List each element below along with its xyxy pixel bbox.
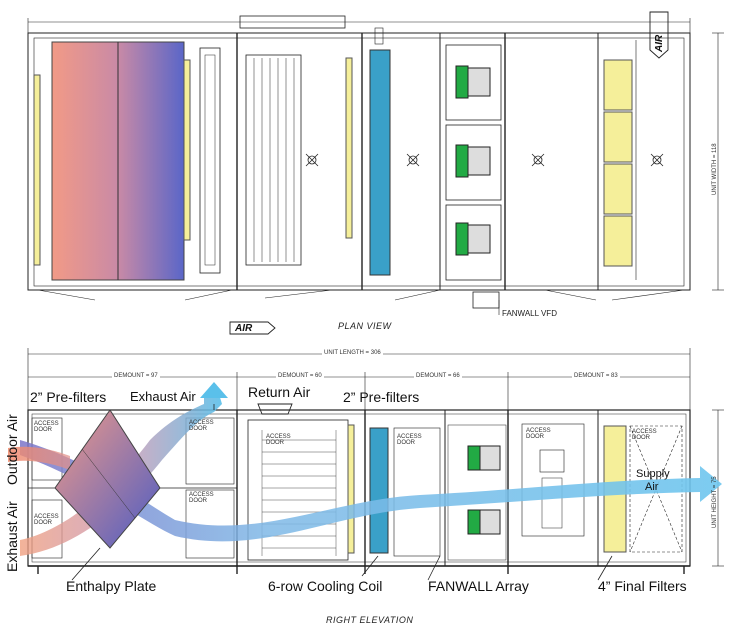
plan-view: [27, 11, 724, 335]
callout-enthalpy-plate: Enthalpy Plate: [66, 578, 157, 594]
callout-supply-air-2: Air: [645, 481, 659, 493]
plan-air-label-top: AIR: [654, 34, 665, 52]
fanwall-vfd-box: [472, 291, 500, 309]
access-door-label: ACCESS DOOR: [632, 429, 657, 441]
plan-final-filters: [603, 59, 633, 267]
enthalpy-plate-diamond: [54, 409, 161, 549]
fanwall-vfd-label: FANWALL VFD: [502, 309, 557, 318]
plan-air-arrow-top: [649, 11, 669, 59]
callout-leaders: [71, 404, 613, 581]
callout-fanwall-array: FANWALL Array: [428, 578, 529, 594]
plan-return-damper: [245, 54, 302, 266]
plan-cooling-coil: [369, 49, 391, 276]
airflow-arrows: [8, 382, 722, 556]
plan-outline: [27, 32, 691, 291]
elevation-title: RIGHT ELEVATION: [326, 615, 414, 625]
access-door-label: ACCESS DOOR: [189, 492, 214, 504]
plan-air-arrow-left: [229, 321, 276, 335]
plan-prefilter-left: [33, 74, 41, 266]
elevation-fanwall-fans: [467, 445, 501, 535]
callout-return-air: Return Air: [248, 384, 311, 400]
demount-2-label: DEMOUNT = 60: [276, 373, 324, 379]
callout-supply-air: Supply: [636, 468, 670, 480]
access-door-label: ACCESS DOOR: [34, 514, 59, 526]
access-door-label: ACCESS DOOR: [526, 428, 551, 440]
access-door-label: ACCESS DOOR: [189, 420, 214, 432]
demount-4-label: DEMOUNT = 83: [572, 373, 620, 379]
unit-width-label: UNIT WIDTH = 118: [712, 143, 718, 195]
unit-length-label: UNIT LENGTH = 306: [322, 350, 383, 356]
demount-3-label: DEMOUNT = 66: [414, 373, 462, 379]
elevation-cooling-coil: [369, 427, 389, 554]
supply-air-arrow: [20, 440, 722, 542]
return-air-grille: [257, 403, 293, 415]
demount-1-label: DEMOUNT = 97: [112, 373, 160, 379]
elevation-return-damper: [247, 419, 349, 561]
callout-exhaust-air-top: Exhaust Air: [130, 389, 196, 404]
callout-prefilters-left: 2” Pre-filters: [30, 389, 107, 405]
access-door-label: ACCESS DOOR: [266, 434, 291, 446]
plan-air-label-left: AIR: [235, 323, 253, 334]
plan-light-markers: [305, 153, 664, 167]
callout-prefilters-right: 2” Pre-filters: [343, 389, 420, 405]
access-door-label: ACCESS DOOR: [34, 421, 59, 433]
exhaust-air-arrow: [20, 384, 222, 556]
plan-view-title: PLAN VIEW: [338, 321, 392, 331]
unit-height-label: UNIT HEIGHT = 75: [712, 476, 718, 528]
access-door-label: ACCESS DOOR: [397, 434, 422, 446]
callout-cooling-coil: 6-row Cooling Coil: [268, 578, 383, 594]
callout-outdoor-air: Outdoor Air: [4, 414, 20, 485]
plan-fanwall-fans: [455, 65, 491, 256]
callout-exhaust-air-side: Exhaust Air: [4, 501, 20, 572]
callout-final-filters: 4” Final Filters: [598, 578, 687, 594]
